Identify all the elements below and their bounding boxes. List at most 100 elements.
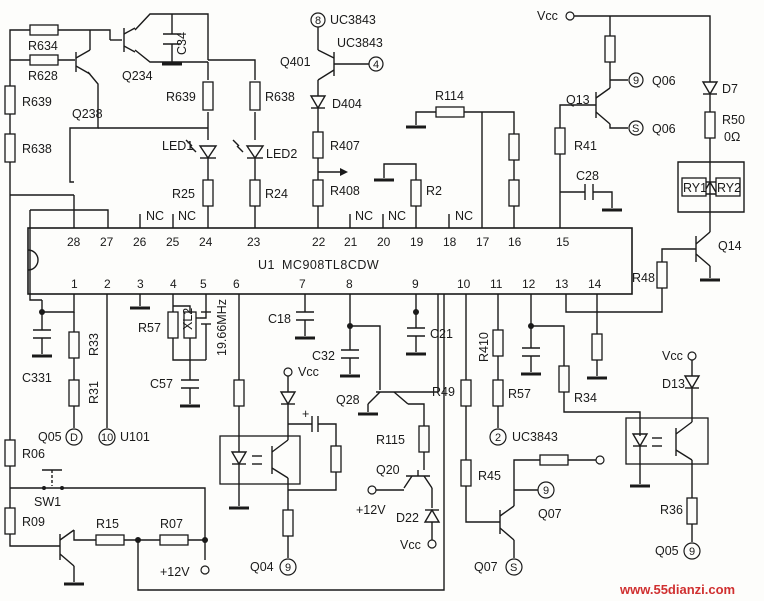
pin-13: 13 [555,277,569,291]
label-c57: C57 [150,377,173,391]
ic-part: MC908TL8CDW [282,258,379,272]
ic-ref: U1 [258,258,275,272]
pin-5: 5 [200,277,207,291]
resistor-r634 [29,24,59,36]
optocoupler-right [625,417,709,465]
label-r36: R36 [660,503,683,517]
label-r2: R2 [426,184,442,198]
label-r628: R628 [28,69,58,83]
marker-9-q04-text: 9 [285,562,291,574]
resistor-r57a [167,311,179,339]
capacitor-c18 [296,311,314,321]
label-vcc-d22: Vcc [400,538,421,552]
marker-d-q05 [65,428,83,446]
label-r06: R06 [22,447,45,461]
v12-terminal-bottom [200,565,210,575]
opto-right-transistor [675,421,693,461]
label-crystal-freq: 19.66MHz [215,299,229,356]
label-u101: U101 [120,430,150,444]
transistor-q14 [661,231,711,267]
pin-24: 24 [199,235,213,249]
resistor-r50 [704,111,716,139]
resistor-opto-feedback [330,445,342,473]
vcc-terminal-opto [283,367,293,377]
nc-25: NC [178,209,196,223]
resistor-r41 [554,127,566,155]
marker-10-text: 10 [101,432,113,444]
label-r638b: R638 [265,90,295,104]
resistor-r07 [159,534,189,546]
label-uc3843-a: UC3843 [330,13,376,27]
ic-body [27,227,633,295]
resistor-r408 [312,179,324,207]
marker-9-q06-text: 9 [633,75,639,87]
capacitor-c34 [163,33,181,45]
label-r50: R50 [722,113,745,127]
relay-ry2 [715,177,741,197]
label-r07: R07 [160,517,183,531]
ic-notch [27,249,39,271]
pin-1: 1 [71,277,78,291]
resistor-pin16-a [508,133,520,161]
v12-terminal-q20 [367,485,377,495]
label-r15: R15 [96,517,119,531]
pin-2: 2 [104,277,111,291]
capacitor-c21 [407,312,425,352]
label-r41: R41 [574,139,597,153]
resistor-q13-top [604,35,616,63]
label-r34: R34 [574,391,597,405]
pin-26: 26 [133,235,147,249]
capacitor-c32 [341,326,359,374]
junction-v12 [202,537,208,543]
label-q07b: Q07 [474,560,498,574]
capacitor-c57 [181,379,199,389]
watermark: www.55dianzi.com [619,582,735,597]
label-c21: C21 [430,327,453,341]
resistor-r45 [460,459,472,487]
label-q05b: Q05 [655,544,679,558]
label-uc3843-c: UC3843 [512,430,558,444]
nc-21: NC [355,209,373,223]
pin-8: 8 [346,277,353,291]
marker-9-q05-text: 9 [689,546,695,558]
label-c18: C18 [268,312,291,326]
transistor-q28 [367,391,425,426]
marker-9-q06 [628,72,644,88]
ic-bottom-pins: 1 2 3 4 5 6 7 8 9 10 11 12 13 14 [71,277,602,291]
marker-8-text: 8 [315,15,321,27]
label-q05a: Q05 [38,430,62,444]
resistor-r114 [435,106,465,118]
label-d7: D7 [722,82,738,96]
vcc-terminal-d22 [427,539,437,549]
label-q28: Q28 [336,393,360,407]
label-v12-bottom: +12V [160,565,190,579]
transistor-q401 [317,27,369,81]
pin-3: 3 [137,277,144,291]
marker-s-q06 [628,120,644,136]
resistor-r2 [410,179,422,207]
transistor-q20 [403,470,433,489]
resistor-r15 [95,534,125,546]
label-vcc-d13: Vcc [662,349,683,363]
label-c34: C34 [175,32,189,55]
capacitor-c331 [33,312,51,354]
label-q06a: Q06 [652,74,676,88]
label-r31: R31 [87,381,101,404]
diode-d13 [683,375,701,390]
label-q401: Q401 [280,55,311,69]
pin-15: 15 [556,235,570,249]
resistor-r36 [686,497,698,525]
label-r33: R33 [87,333,101,356]
ic-top-pins: 28 27 26 25 24 23 22 21 20 19 18 17 16 1… [67,235,570,249]
optocoupler-left [219,435,301,485]
label-r639a: R639 [22,95,52,109]
capacitor-c28 [584,184,594,200]
label-r410: R410 [477,332,491,362]
resistor-q04 [282,509,294,537]
label-r57a: R57 [138,321,161,335]
pin-28: 28 [67,235,81,249]
label-v12-q20: +12V [356,503,386,517]
label-uc3843-b: UC3843 [337,36,383,50]
marker-10 [98,428,116,446]
pin-14: 14 [588,277,602,291]
